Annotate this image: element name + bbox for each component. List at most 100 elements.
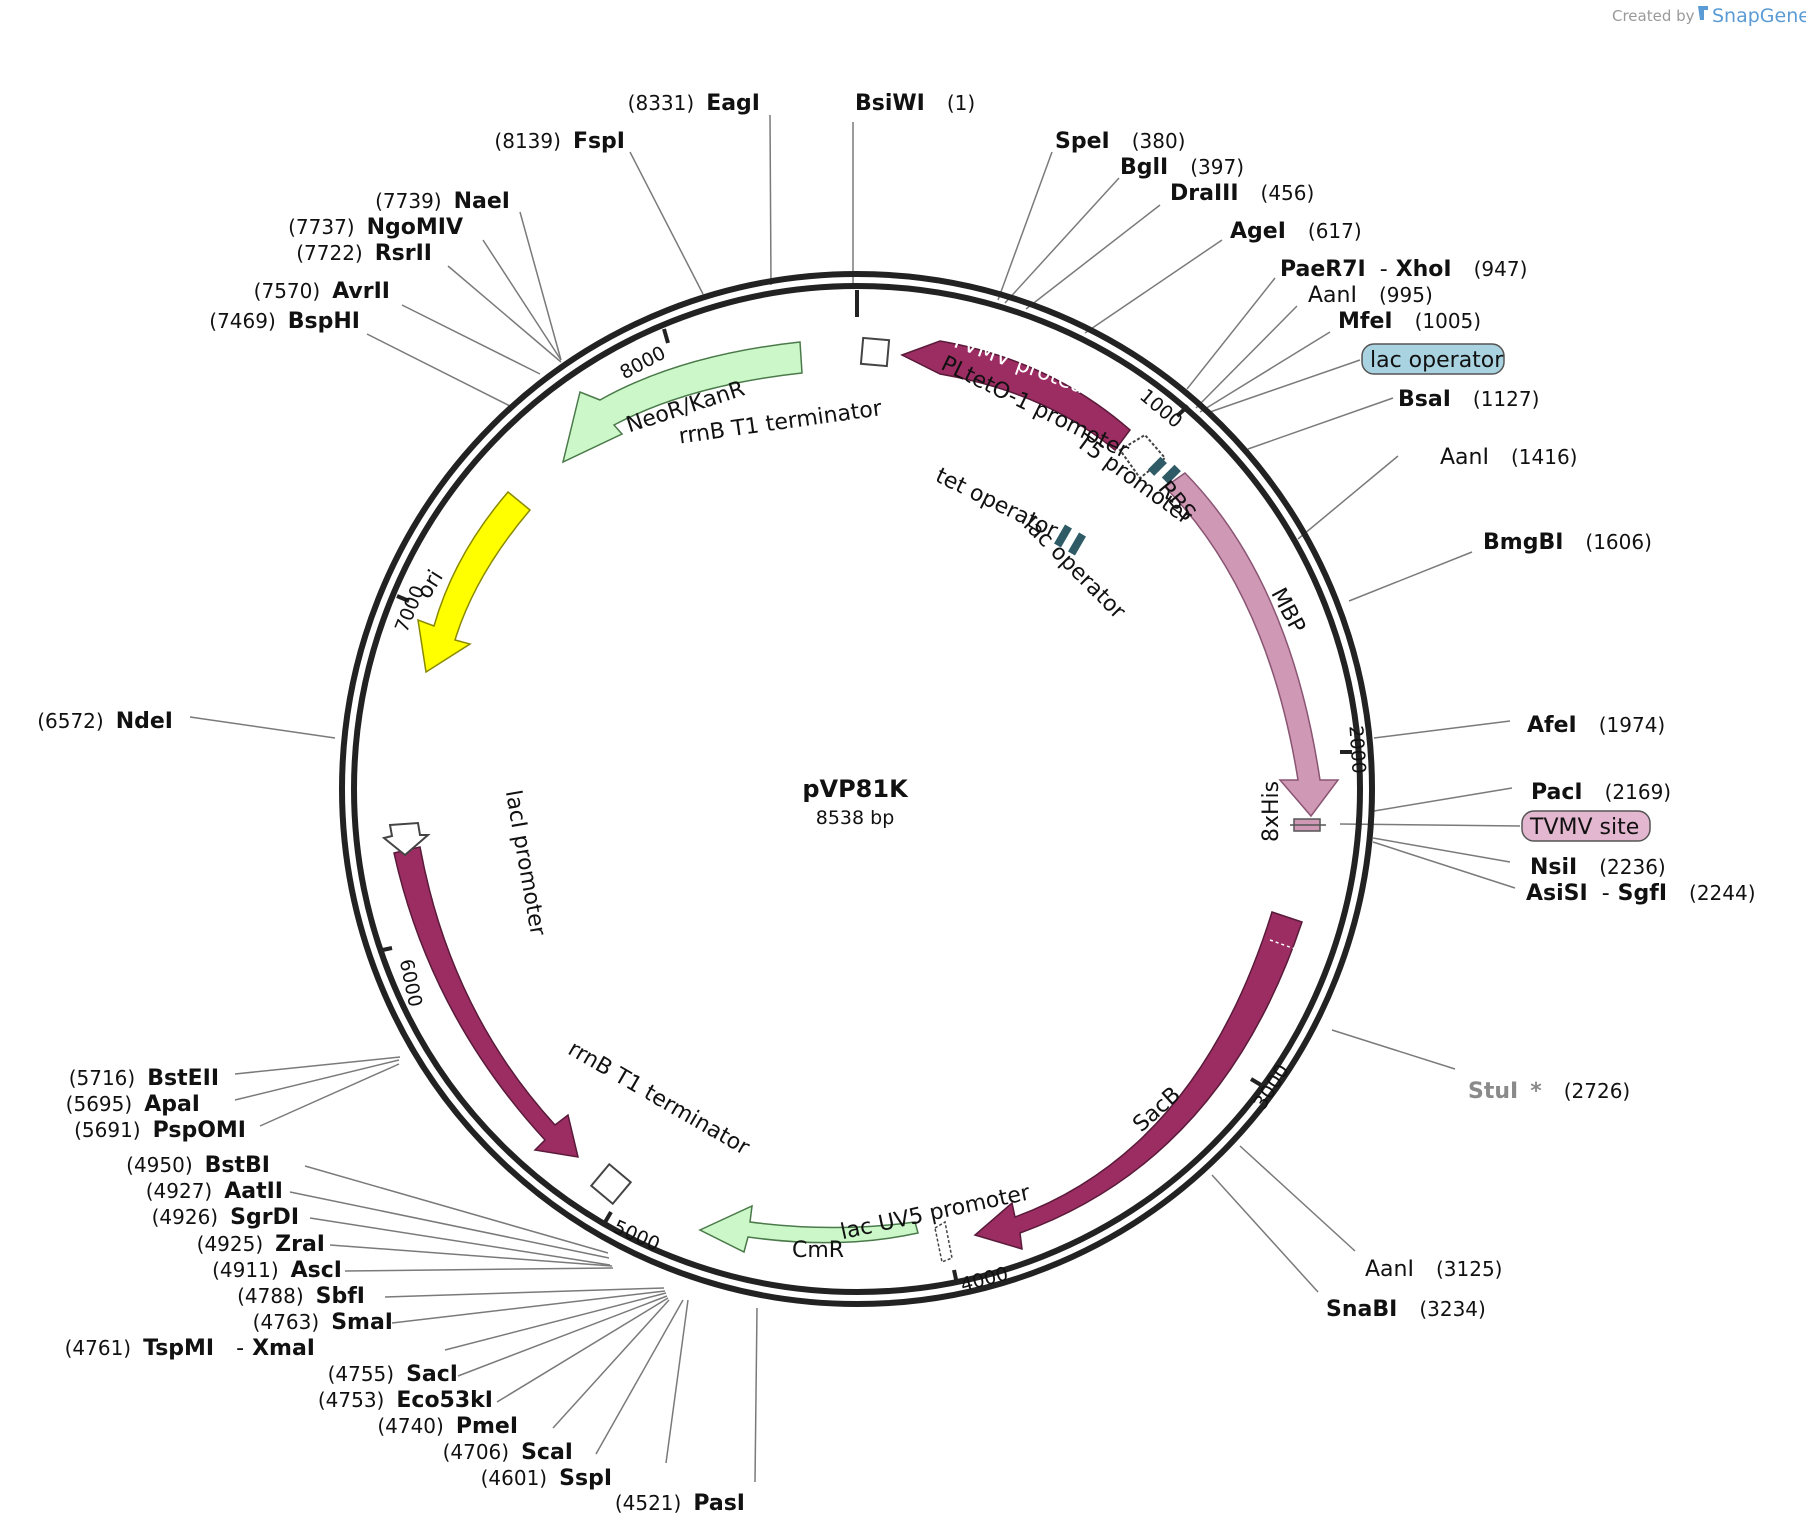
site-label[interactable]: BsiWI(1) — [855, 91, 975, 116]
feature-ori[interactable] — [417, 490, 532, 674]
site-name: (4926)SgrDI — [152, 1205, 299, 1230]
site-name: SpeI(380) — [1055, 129, 1185, 154]
site-name: DraIII(456) — [1170, 181, 1314, 206]
site-label[interactable]: AsiSI-SgfI(2244) — [1526, 881, 1756, 906]
site-label[interactable]: (4761)TspMI-XmaI — [65, 1336, 315, 1361]
site-label[interactable]: (7722)RsrII — [296, 241, 432, 266]
site-label[interactable]: StuI*(2726) — [1468, 1079, 1630, 1104]
site-name: (5691)PspOMI — [74, 1118, 246, 1143]
tick-label-3000: 3000 — [1250, 1061, 1294, 1114]
site-label[interactable]: BmgBI(1606) — [1483, 530, 1652, 555]
site-label[interactable]: (7739)NaeI — [375, 189, 510, 214]
site-label[interactable]: (4755)SacI — [328, 1362, 458, 1387]
site-name: (8331)EagI — [628, 91, 760, 116]
site-name: MfeI(1005) — [1338, 309, 1481, 334]
site-position: (4911) — [212, 1258, 279, 1282]
site-label[interactable]: SnaBI(3234) — [1326, 1297, 1486, 1322]
feature-cmr[interactable] — [698, 1204, 919, 1254]
site-position: (4763) — [253, 1310, 320, 1334]
site-label[interactable]: (7737)NgoMIV — [288, 215, 463, 240]
site-label[interactable]: DraIII(456) — [1170, 181, 1314, 206]
site-label[interactable]: (4788)SbfI — [237, 1284, 365, 1309]
site-label[interactable]: PacI(2169) — [1531, 780, 1671, 805]
site-label[interactable]: AgeI(617) — [1230, 219, 1362, 244]
site-label[interactable]: (7469)BspHI — [209, 309, 360, 334]
site-label[interactable]: (4911)AscI — [212, 1258, 342, 1283]
site-label[interactable]: (8139)FspI — [494, 129, 625, 154]
site-label[interactable]: BglI(397) — [1120, 155, 1244, 180]
site-name: AgeI(617) — [1230, 219, 1362, 244]
site-name: BglI(397) — [1120, 155, 1244, 180]
site-position: (1127) — [1473, 387, 1540, 411]
site-label[interactable]: (5716)BstEII — [69, 1066, 219, 1091]
site-label[interactable]: AfeI(1974) — [1527, 713, 1665, 738]
site-label[interactable]: PaeR7I-XhoI(947) — [1280, 257, 1527, 282]
site-position: (947) — [1474, 257, 1528, 281]
tvmv-site-box-label: TVMV site — [1529, 815, 1639, 840]
site-name: (4950)BstBI — [126, 1153, 270, 1178]
site-position: (456) — [1261, 181, 1315, 205]
site-label[interactable]: (4925)ZraI — [197, 1232, 325, 1257]
site-label[interactable]: AanI(3125) — [1365, 1257, 1502, 1282]
site-position: (4925) — [197, 1232, 264, 1256]
site-label[interactable]: (4950)BstBI — [126, 1153, 270, 1178]
site-position: (4788) — [237, 1284, 304, 1308]
site-label[interactable]: (4753)Eco53kI — [318, 1388, 493, 1413]
tick-label-2000: 2000 — [1344, 725, 1369, 775]
site-label[interactable]: AanI(995) — [1308, 283, 1433, 308]
site-position: (3234) — [1419, 1297, 1486, 1321]
site-position: (2244) — [1689, 881, 1756, 905]
feature-neor-kanr[interactable] — [561, 341, 803, 464]
feature-tet-operator-glyph — [1054, 524, 1072, 548]
site-label[interactable]: MfeI(1005) — [1338, 309, 1481, 334]
site-label[interactable]: NsiI(2236) — [1530, 855, 1666, 880]
site-position: (1005) — [1415, 309, 1482, 333]
label-laci-promoter: lacI promoter — [500, 788, 550, 938]
site-name: (4788)SbfI — [237, 1284, 365, 1309]
site-position: (4521) — [615, 1491, 682, 1515]
site-label[interactable]: (7570)AvrII — [254, 279, 390, 304]
site-position: (7722) — [296, 241, 363, 265]
site-position: (4755) — [328, 1362, 395, 1386]
site-position: (2236) — [1599, 855, 1666, 879]
site-name: (4601)SspI — [481, 1466, 612, 1491]
site-label[interactable]: (4927)AatII — [146, 1179, 283, 1204]
site-name: (4740)PmeI — [377, 1414, 518, 1439]
site-position: (5691) — [74, 1118, 141, 1142]
site-label[interactable]: (4601)SspI — [481, 1466, 612, 1491]
tick-label-1000: 1000 — [1135, 385, 1186, 433]
site-position: (7739) — [375, 189, 442, 213]
site-label[interactable]: SpeI(380) — [1055, 129, 1185, 154]
site-label[interactable]: (4926)SgrDI — [152, 1205, 299, 1230]
site-label[interactable]: BsaI(1127) — [1398, 387, 1539, 412]
feature-laci[interactable] — [393, 846, 579, 1158]
site-position: (6572) — [37, 709, 104, 733]
site-name: (4753)Eco53kI — [318, 1388, 493, 1413]
site-name: (4763)SmaI — [253, 1310, 393, 1335]
site-label[interactable]: (4706)ScaI — [443, 1440, 573, 1465]
feature-mbp[interactable] — [1163, 472, 1340, 818]
site-name: (7722)RsrII — [296, 241, 432, 266]
site-lines — [189, 114, 1521, 1483]
credit-prefix: Created by — [1612, 7, 1695, 25]
feature-rrnb-bottom-box — [589, 1162, 633, 1206]
site-label[interactable]: (6572)NdeI — [37, 709, 173, 734]
site-label[interactable]: (4763)SmaI — [253, 1310, 393, 1335]
lac-operator-box-label: lac operator — [1370, 348, 1504, 373]
site-label[interactable]: (8331)EagI — [628, 91, 760, 116]
feature-sacb[interactable] — [973, 911, 1303, 1251]
plasmid-name: pVP81K — [802, 775, 909, 803]
site-label[interactable]: (5691)PspOMI — [74, 1118, 246, 1143]
site-label[interactable]: (5695)ApaI — [66, 1092, 200, 1117]
site-name: AsiSI-SgfI(2244) — [1526, 881, 1756, 906]
feature-tvmv-protease[interactable] — [900, 340, 1132, 452]
site-label[interactable]: AanI(1416) — [1440, 445, 1577, 470]
site-label[interactable]: (4740)PmeI — [377, 1414, 518, 1439]
site-label[interactable]: (4521)PasI — [615, 1491, 745, 1516]
site-position: (4601) — [481, 1466, 548, 1490]
site-position: (3125) — [1436, 1257, 1503, 1281]
site-name: (4761)TspMI-XmaI — [65, 1336, 315, 1361]
feature-rbs-glyph — [1161, 464, 1181, 484]
site-position: (7570) — [254, 279, 321, 303]
feature-lac-operator-glyph — [1068, 532, 1086, 556]
